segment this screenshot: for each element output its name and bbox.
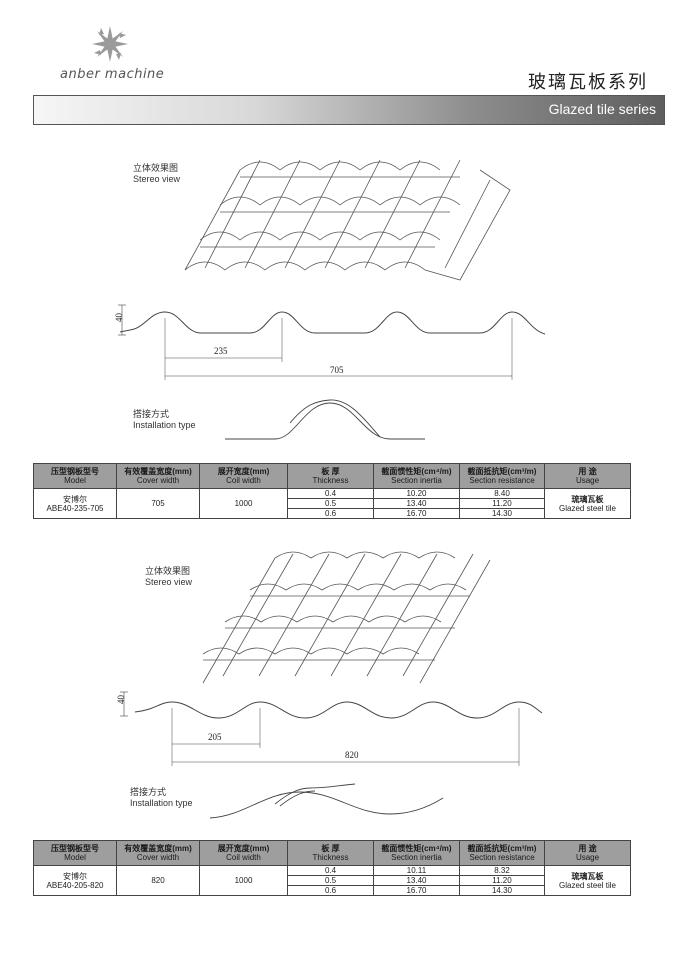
resistance-cell: 14.30	[459, 508, 545, 519]
inertia-cell: 13.40	[373, 875, 460, 886]
stereo-view-label: 立体效果图 Stereo view	[145, 566, 193, 587]
thickness-cell: 0.5	[287, 875, 374, 886]
profile-pitch-label: 205	[208, 732, 222, 742]
page-title: 玻璃瓦板系列	[528, 72, 648, 93]
header-cover-width: 有效覆盖宽度(mm)Cover width	[116, 840, 200, 866]
profile-height-label: 40	[114, 313, 124, 323]
cover-width-cell: 705	[116, 488, 200, 519]
header-coil-width: 展开宽度(mm)Coil width	[199, 840, 288, 866]
profile-height-label: 40	[116, 695, 126, 705]
installation-type-label: 搭接方式 Installation type	[130, 787, 193, 808]
coil-width-cell: 1000	[199, 865, 288, 896]
inertia-cell: 10.20	[373, 488, 460, 499]
brand-logo-text: anber machine	[60, 67, 165, 82]
thickness-cell: 0.6	[287, 885, 374, 896]
profile-pitch-label: 235	[214, 346, 228, 356]
table-row: 0.6 16.70 14.30	[34, 508, 631, 519]
profile-drawing-1: 40 235 705	[114, 304, 546, 380]
header-section-inertia: 截面惯性矩(cm⁴/m)Section inertia	[373, 463, 460, 489]
thickness-cell: 0.5	[287, 498, 374, 509]
installation-drawing-2	[209, 783, 444, 819]
inertia-cell: 16.70	[373, 885, 460, 896]
inertia-cell: 16.70	[373, 508, 460, 519]
inertia-cell: 10.11	[373, 865, 460, 876]
resistance-cell: 8.40	[459, 488, 545, 499]
header-cover-width: 有效覆盖宽度(mm)Cover width	[116, 463, 200, 489]
installation-type-label: 搭接方式 Installation type	[133, 409, 196, 430]
header-section-resistance: 截面抵抗矩(cm³/m)Section resistance	[459, 463, 545, 489]
profile-drawing-2: 40 205 820	[116, 691, 543, 766]
coil-width-cell: 1000	[199, 488, 288, 519]
header-coil-width: 展开宽度(mm)Coil width	[199, 463, 288, 489]
profile-width-label: 820	[345, 750, 359, 760]
title-banner: Glazed tile series	[33, 95, 665, 125]
stereo-view-drawing-1	[184, 159, 511, 281]
inertia-cell: 13.40	[373, 498, 460, 509]
table-row: 0.6 16.70 14.30	[34, 885, 631, 896]
thickness-cell: 0.4	[287, 488, 374, 499]
resistance-cell: 14.30	[459, 885, 545, 896]
resistance-cell: 11.20	[459, 498, 545, 509]
snowflake-logo-icon	[92, 26, 128, 62]
banner-title-en: Glazed tile series	[548, 101, 656, 117]
resistance-cell: 8.32	[459, 865, 545, 876]
profile-width-label: 705	[330, 365, 344, 375]
stereo-view-drawing-2	[202, 551, 491, 684]
resistance-cell: 11.20	[459, 875, 545, 886]
header-section-inertia: 截面惯性矩(cm⁴/m)Section inertia	[373, 840, 460, 866]
installation-drawing-1	[225, 399, 425, 440]
header-section-resistance: 截面抵抗矩(cm³/m)Section resistance	[459, 840, 545, 866]
thickness-cell: 0.6	[287, 508, 374, 519]
cover-width-cell: 820	[116, 865, 200, 896]
thickness-cell: 0.4	[287, 865, 374, 876]
stereo-view-label: 立体效果图 Stereo view	[133, 163, 181, 184]
